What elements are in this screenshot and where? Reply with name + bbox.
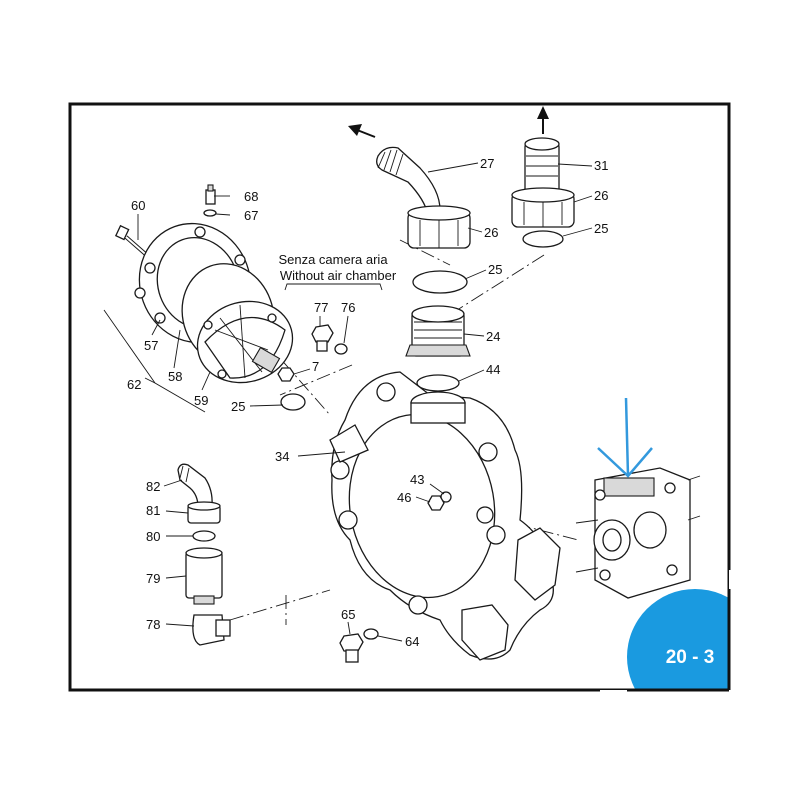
part-label-46: 46	[397, 490, 411, 505]
valve-washer-67	[203, 209, 217, 217]
part-label-82: 82	[146, 479, 160, 494]
bracket-62	[103, 309, 206, 413]
air-chamber-note-bracket	[284, 283, 383, 291]
hose-tail-31	[524, 137, 560, 196]
part-label-80: 80	[146, 529, 160, 544]
plug-77	[311, 324, 334, 352]
page-number-badge: 20 - 3	[600, 570, 800, 800]
o-ring-25-center	[412, 270, 468, 294]
part-label-64: 64	[405, 634, 419, 649]
part-label-79: 79	[146, 571, 160, 586]
o-ring-44	[416, 374, 460, 392]
elbow-hose-27	[376, 146, 441, 216]
drain-plug-65	[339, 633, 364, 663]
o-ring-25-left	[280, 393, 306, 411]
part-label-59: 59	[194, 393, 208, 408]
filter-79	[185, 547, 223, 605]
part-label-76: 76	[341, 300, 355, 315]
part-label-81: 81	[146, 503, 160, 518]
threaded-nipple-24	[405, 305, 471, 357]
o-ring-80	[192, 530, 216, 542]
part-label-34: 34	[275, 449, 289, 464]
air-chamber-cover-59	[196, 300, 294, 384]
nut-46	[427, 495, 445, 511]
page-number-text: 20 - 3	[666, 647, 715, 668]
highlight-arrow-icon	[597, 397, 653, 478]
pump-body-34	[329, 371, 561, 661]
part-label-43: 43	[410, 472, 424, 487]
note-line-italian: Senza camera aria	[278, 252, 388, 267]
part-label-57: 57	[144, 338, 158, 353]
part-label-60: 60	[131, 198, 145, 213]
part-label-25-center: 25	[488, 262, 502, 277]
part-label-77: 77	[314, 300, 328, 315]
elbow-fitting-78	[192, 614, 231, 646]
ring-nut-26-right	[511, 187, 575, 228]
air-chamber-assembly	[114, 184, 348, 411]
part-label-44: 44	[486, 362, 500, 377]
part-label-67: 67	[244, 208, 258, 223]
part-label-58: 58	[168, 369, 182, 384]
part-label-7: 7	[312, 359, 319, 374]
outlet-arrow-up-icon	[537, 106, 549, 134]
part-label-26-left: 26	[484, 225, 498, 240]
pump-head-assembly	[575, 467, 701, 599]
part-label-27: 27	[480, 156, 494, 171]
part-label-62: 62	[127, 377, 141, 392]
ring-nut-26-left	[407, 205, 471, 249]
note-line-english: Without air chamber	[280, 268, 397, 283]
outlet-arrow-left-icon	[348, 124, 376, 138]
part-label-26-right: 26	[594, 188, 608, 203]
washer-76	[334, 343, 348, 355]
ring-nut-81	[187, 501, 221, 524]
diagram-frame	[68, 102, 731, 692]
washer-64	[363, 628, 379, 640]
part-label-25-right: 25	[594, 221, 608, 236]
part-label-31: 31	[594, 158, 608, 173]
part-label-65: 65	[341, 607, 355, 622]
label-leaders	[137, 162, 593, 642]
part-label-24: 24	[486, 329, 500, 344]
nut-7	[277, 367, 295, 382]
part-label-78: 78	[146, 617, 160, 632]
hose-elbow-82	[177, 463, 213, 508]
air-valve-68	[205, 184, 216, 205]
o-ring-25-right	[522, 230, 564, 248]
part-label-25-left: 25	[231, 399, 245, 414]
part-label-68: 68	[244, 189, 258, 204]
